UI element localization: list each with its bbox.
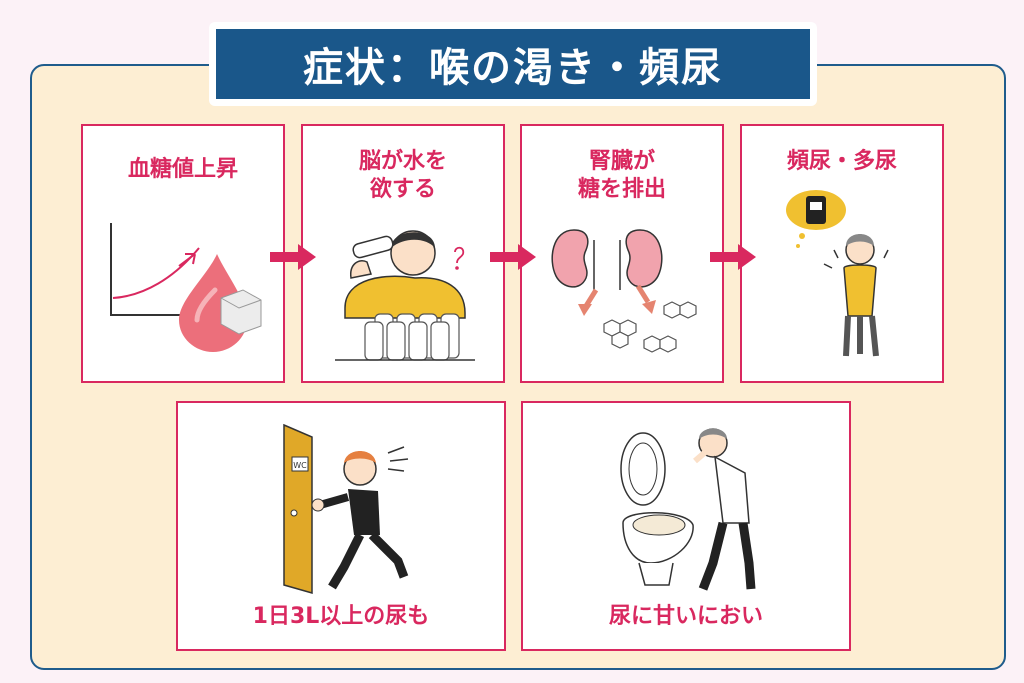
urgent-person-icon [786, 190, 889, 357]
toilet-smell-icon [620, 428, 756, 591]
result-label: 尿に甘いにおい [608, 604, 763, 629]
flow-arrow-icon [270, 244, 316, 270]
step-card-blood-sugar: 血糖値上昇 [81, 124, 285, 383]
step-label: 脳が水を 欲する [358, 149, 447, 202]
drinking-person-icon [335, 230, 475, 361]
result-card-large-volume: WC 1日3L以上の尿も [176, 401, 506, 651]
step-label: 血糖値上昇 [127, 157, 238, 182]
step-card-brain-wants-water: 脳が水を 欲する [301, 124, 505, 383]
step-label: 腎臓が 糖を排出 [577, 149, 666, 202]
title-banner: 症状：喉の渇き・頻尿 [209, 22, 817, 106]
toilet-door-icon: WC [283, 423, 409, 594]
page-title: 症状：喉の渇き・頻尿 [216, 29, 810, 99]
kidney-icon [551, 229, 697, 353]
result-card-sweet-smell: 尿に甘いにおい [521, 401, 851, 651]
flow-arrow-icon [490, 244, 536, 270]
blood-sugar-graph-icon [110, 223, 262, 352]
wc-sign: WC [293, 461, 307, 470]
step-label: 頻尿・多尿 [786, 149, 897, 174]
flow-arrow-icon [710, 244, 756, 270]
step-card-frequent-urination: 頻尿・多尿 [740, 124, 944, 383]
result-label: 1日3L以上の尿も [252, 604, 430, 629]
step-card-kidney-excretes-sugar: 腎臓が 糖を排出 [520, 124, 724, 383]
